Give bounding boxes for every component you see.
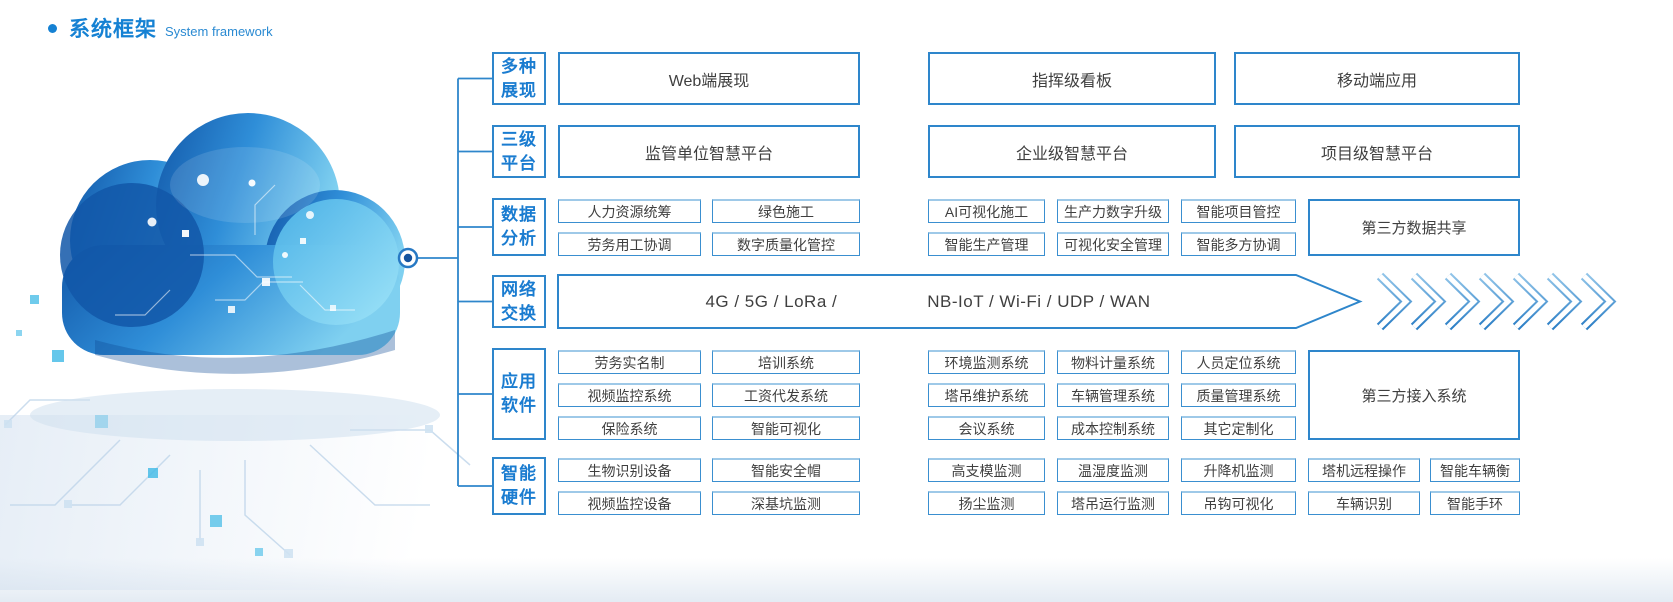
framework-box: 深基坑监测 [712,491,860,515]
network-protocols-text: 4G / 5G / LoRa / NB-IoT / Wi-Fi / UDP / … [705,291,1151,311]
framework-box: 高支模监测 [928,458,1045,482]
framework-box: 生产力数字升级 [1057,199,1169,223]
node-mobile-app: 移动端应用 [1234,52,1520,105]
framework-box: 塔吊运行监测 [1057,491,1169,515]
node-project-platform: 项目级智慧平台 [1234,125,1520,178]
framework-box: 智能可视化 [712,416,860,440]
framework-box: 温湿度监测 [1057,458,1169,482]
framework-box: 视频监控系统 [558,383,701,407]
category-label-data-analysis: 数据 分析 [492,198,546,256]
title-bullet-icon [48,23,57,33]
framework-box: 车辆识别 [1308,491,1420,515]
framework-box: 智能生产管理 [928,232,1045,256]
framework-box: 其它定制化 [1181,416,1296,440]
framework-box: 保险系统 [558,416,701,440]
hub-node-icon [397,247,419,269]
node-third-party-data-sharing: 第三方数据共享 [1308,199,1520,256]
cloud-graphic [4,113,471,558]
framework-box: 人力资源统筹 [558,199,701,223]
framework-box: 数字质量化管控 [712,232,860,256]
framework-box: 可视化安全管理 [1057,232,1169,256]
framework-box: 劳务实名制 [558,350,701,374]
framework-box: 车辆管理系统 [1057,383,1169,407]
framework-box: 人员定位系统 [1181,350,1296,374]
category-label-hardware: 智能 硬件 [492,457,546,515]
framework-box: 智能多方协调 [1181,232,1296,256]
page-title: 系统框架 [69,18,157,41]
category-label-display: 多种 展现 [492,52,546,105]
framework-box: 生物识别设备 [558,458,701,482]
framework-box: 视频监控设备 [558,491,701,515]
node-web-display: Web端展现 [558,52,860,105]
node-third-party-access-system: 第三方接入系统 [1308,350,1520,440]
page-title-row: 系统框架 System framework [48,13,273,43]
framework-box: 智能手环 [1430,491,1520,515]
framework-box: 升降机监测 [1181,458,1296,482]
framework-box: 物料计量系统 [1057,350,1169,374]
framework-box: 扬尘监测 [928,491,1045,515]
chevron-arrows-icon [1376,272,1617,331]
category-label-software: 应用 软件 [492,348,546,440]
framework-box: 环境监测系统 [928,350,1045,374]
category-label-network: 网络 交换 [492,275,546,328]
framework-box: 智能车辆衡 [1430,458,1520,482]
bottom-gradient-band [0,558,1673,602]
framework-box: 塔机远程操作 [1308,458,1420,482]
framework-box: 工资代发系统 [712,383,860,407]
framework-box: 智能项目管控 [1181,199,1296,223]
node-enterprise-platform: 企业级智慧平台 [928,125,1216,178]
framework-box: 会议系统 [928,416,1045,440]
framework-box: 劳务用工协调 [558,232,701,256]
network-arrow-banner [557,274,1363,329]
framework-box: 质量管理系统 [1181,383,1296,407]
framework-box: AI可视化施工 [928,199,1045,223]
framework-box: 塔吊维护系统 [928,383,1045,407]
page-title-en: System framework [165,24,273,39]
category-label-platform: 三级 平台 [492,125,546,178]
framework-box: 绿色施工 [712,199,860,223]
framework-box: 吊钩可视化 [1181,491,1296,515]
framework-box: 培训系统 [712,350,860,374]
framework-box: 成本控制系统 [1057,416,1169,440]
node-command-dashboard: 指挥级看板 [928,52,1216,105]
node-regulator-platform: 监管单位智慧平台 [558,125,860,178]
framework-box: 智能安全帽 [712,458,860,482]
